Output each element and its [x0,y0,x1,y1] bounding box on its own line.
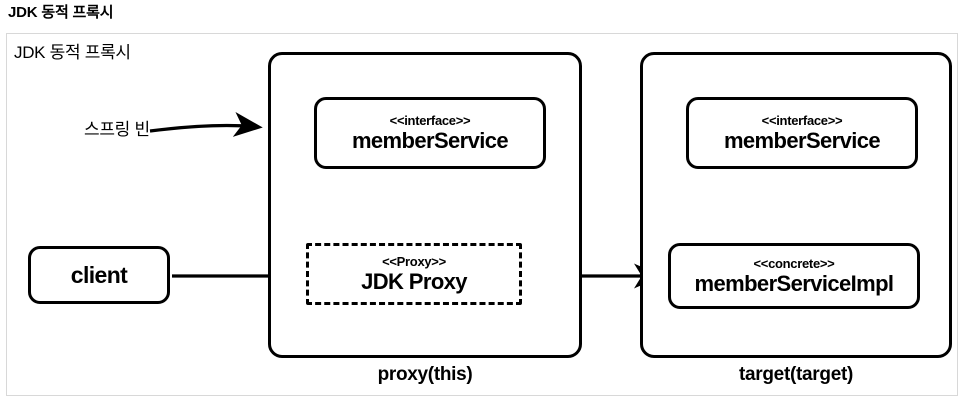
node-jdk-proxy: <<Proxy>> JDK Proxy [306,243,522,305]
node-target-impl-name: memberServiceImpl [694,270,895,296]
page-title: JDK 동적 프록시 [8,4,114,21]
node-jdk-proxy-stereotype: <<Proxy>> [382,253,446,269]
node-target-impl-stereotype: <<concrete>> [753,255,835,271]
node-target-interface: <<interface>> memberService [686,97,918,169]
node-target-interface-name: memberService [723,127,881,153]
node-proxy-interface: <<interface>> memberService [314,97,546,169]
node-target-impl: <<concrete>> memberServiceImpl [668,243,920,309]
node-jdk-proxy-name: JDK Proxy [361,268,467,294]
spring-bean-label: 스프링 빈 [84,120,150,139]
group-caption-proxy: proxy(this) [377,364,473,385]
node-client-name: client [70,261,128,288]
diagram-label: JDK 동적 프록시 [14,43,131,62]
node-client: client [28,246,170,304]
node-proxy-interface-stereotype: <<interface>> [389,112,471,128]
group-caption-target: target(target) [738,364,854,385]
node-proxy-interface-name: memberService [351,127,509,153]
node-target-interface-stereotype: <<interface>> [761,112,843,128]
